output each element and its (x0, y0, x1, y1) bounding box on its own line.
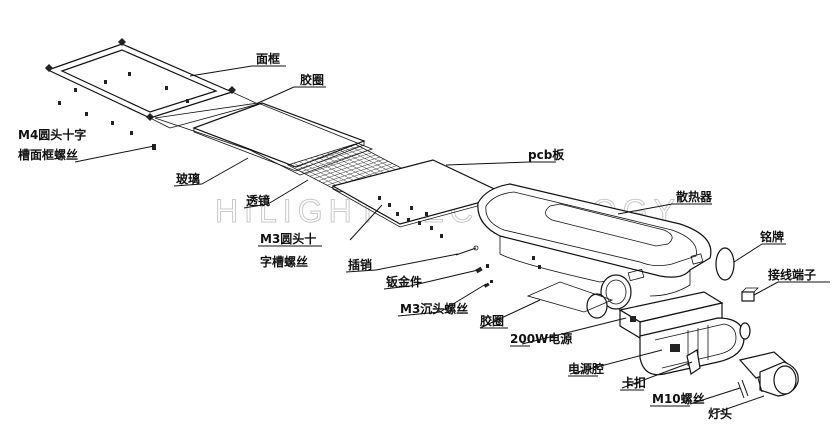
heatsink-end-rollers (586, 274, 632, 319)
label-m3-screw-line2: 字槽螺丝 (260, 254, 308, 269)
m10-screw-part (737, 379, 749, 399)
glass-part (154, 102, 374, 176)
m3-screws (378, 196, 443, 238)
heatsink-part (477, 183, 712, 297)
label-pin: 插销 (348, 257, 372, 272)
label-sheet-metal: 钣金件 (386, 274, 422, 289)
label-clip: 卡扣 (622, 375, 646, 390)
label-lamp-head: 灯头 (708, 406, 732, 421)
label-glass: 玻璃 (176, 171, 200, 186)
gasket-bottom-part (526, 281, 614, 313)
label-m4-screw-line2: 槽面框螺丝 (18, 147, 78, 162)
label-nameplate: 铭牌 (760, 229, 784, 244)
labels: 面框 胶圈 M4圆头十字 槽面框螺丝 玻璃 透镜 pcb板 散热器 M3圆头十 … (18, 51, 816, 421)
m4-screws (58, 72, 189, 150)
label-face-frame: 面框 (256, 51, 280, 66)
terminal-part (741, 287, 759, 302)
label-heatsink: 散热器 (676, 189, 713, 204)
label-terminal: 接线端子 (768, 267, 816, 282)
face-frame-part (45, 38, 236, 121)
label-power-cavity: 电源腔 (568, 361, 604, 376)
m3-countersunk-screws (483, 280, 493, 288)
pin-part (455, 245, 479, 256)
leader-lines (74, 65, 830, 415)
sheet-metal-part (475, 256, 541, 274)
label-power-supply: 200W电源 (510, 331, 572, 346)
power-supply-part (618, 291, 724, 340)
label-lens: 透镜 (246, 193, 270, 208)
label-gasket-bottom: 胶圈 (480, 313, 504, 328)
label-m3-countersunk: M3沉头螺丝 (400, 301, 468, 316)
label-gasket-top: 胶圈 (300, 72, 324, 87)
power-cavity-part (630, 316, 751, 376)
label-m10-screw: M10螺丝 (652, 391, 705, 406)
lens-grid-line (349, 145, 400, 173)
label-m4-screw-line1: M4圆头十字 (18, 127, 86, 142)
lamp-head-part (738, 351, 799, 397)
label-pcb: pcb板 (528, 147, 565, 162)
label-m3-screw-line1: M3圆头十 (260, 231, 316, 246)
nameplate-part (715, 247, 735, 281)
clip-part (686, 349, 701, 375)
